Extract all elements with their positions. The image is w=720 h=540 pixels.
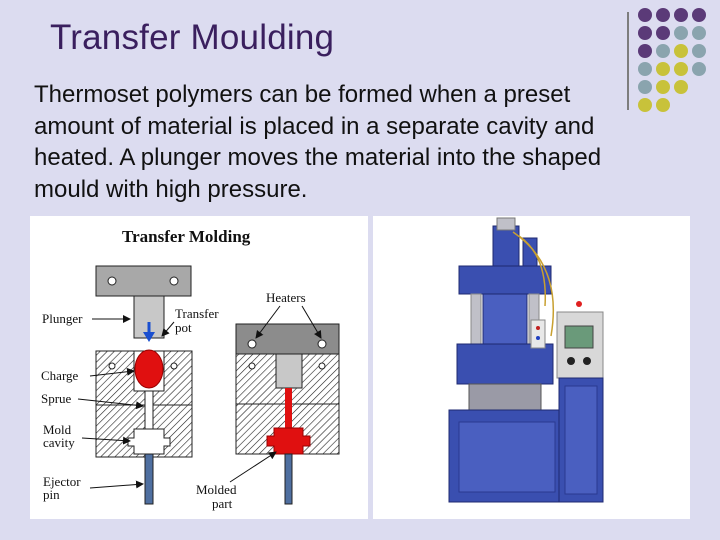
label-molded-part: Molded	[196, 482, 237, 497]
machine-illustration	[373, 216, 690, 519]
label-ejector-pin-2: pin	[43, 487, 60, 502]
diagram-title: Transfer Molding	[122, 227, 251, 246]
label-heaters: Heaters	[266, 290, 306, 305]
sprue	[145, 391, 153, 429]
upper-platen-right	[236, 324, 339, 354]
diagram-svg: Transfer Molding	[30, 216, 368, 519]
slide-title: Transfer Moulding	[50, 18, 334, 58]
charge-blob	[135, 350, 163, 388]
slide-body-text: Thermoset polymers can be formed when a …	[34, 79, 654, 205]
label-mold-cavity-2: cavity	[43, 435, 75, 450]
label-transfer-pot: Transfer	[175, 306, 219, 321]
label-molded-part-2: part	[212, 496, 233, 511]
label-plunger: Plunger	[42, 311, 83, 326]
ejector-pin	[145, 454, 153, 504]
label-charge: Charge	[41, 368, 79, 383]
machine-photo	[373, 216, 690, 519]
mold-cavity	[128, 429, 170, 454]
label-transfer-pot-2: pot	[175, 320, 192, 335]
transfer-molding-diagram: Transfer Molding	[30, 216, 368, 519]
label-sprue: Sprue	[41, 391, 72, 406]
